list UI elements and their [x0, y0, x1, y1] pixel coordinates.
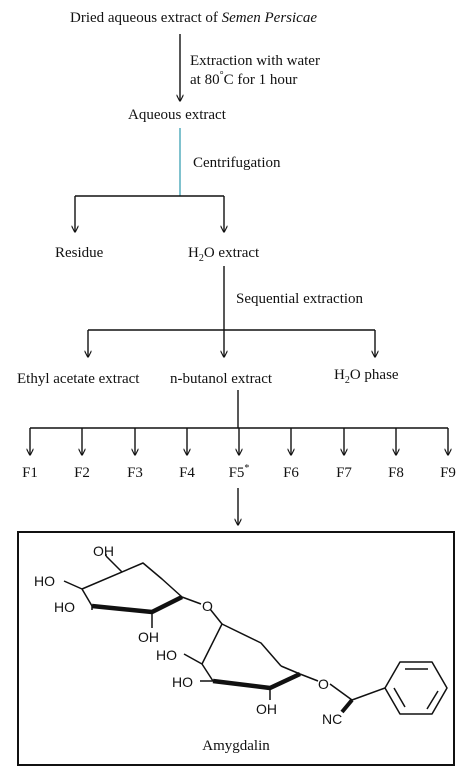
fraction-7: F7	[336, 464, 352, 482]
fraction-4: F4	[179, 464, 195, 482]
label-o-link: O	[202, 598, 213, 614]
fraction-9: F9	[440, 464, 456, 482]
sequential-extraction-step: Sequential extraction	[236, 291, 364, 307]
amygdalin-box	[17, 531, 455, 766]
ring2-o-glyco-bond	[299, 673, 319, 682]
fraction-label: F5	[228, 465, 245, 481]
ring2-c1-o	[280, 665, 301, 675]
ring1-back	[81, 562, 183, 598]
label-ho-1: HO	[34, 573, 55, 589]
start-label-italic: Semen Persicae	[221, 10, 317, 26]
ring2-c5-c4	[201, 663, 214, 682]
h2o-phase-h: H	[334, 367, 345, 383]
label-ho-2: HO	[54, 599, 75, 615]
degree-sign: °	[219, 70, 224, 81]
chiral-to-phenyl	[351, 687, 386, 701]
fraction-label: F7	[336, 465, 352, 481]
h2o-h: H	[188, 245, 199, 261]
label-oh-top: OH	[93, 543, 114, 559]
centrifugation-step: Centrifugation	[193, 155, 281, 171]
h2o-extract-node: H2O extract	[188, 244, 260, 264]
fraction-label: F3	[127, 465, 143, 481]
molecule-name: Amygdalin	[202, 738, 270, 754]
phenyl-double-2	[426, 690, 439, 710]
fraction-label: F1	[22, 465, 38, 481]
start-node: Dried aqueous extract of Semen Persicae	[70, 9, 317, 27]
extraction-temp: at 80	[190, 72, 220, 88]
h2o-phase-node: H2O phase	[334, 366, 399, 386]
fraction-1: F1	[22, 464, 38, 482]
fraction-label: F2	[74, 465, 90, 481]
phenyl-double-3	[393, 687, 406, 708]
fraction-6: F6	[283, 464, 299, 482]
extraction-step-line2: at 80°C for 1 hour	[190, 71, 297, 89]
ring1-c5-c4	[81, 588, 93, 607]
fraction-label: F9	[440, 465, 456, 481]
fraction-label: F8	[388, 465, 404, 481]
ring2-front	[212, 671, 301, 691]
residue-node: Residue	[55, 245, 104, 261]
label-oh-ring1: OH	[138, 629, 159, 645]
fraction-3: F3	[127, 464, 143, 482]
aqueous-extract-node: Aqueous extract	[128, 107, 226, 123]
ring1-ho1-bond	[63, 580, 83, 590]
h2o-phase-subscript: 2	[344, 375, 350, 386]
h2o-extract-rest: O extract	[203, 245, 260, 261]
ring2-back	[201, 623, 282, 667]
extraction-step-line1: Extraction with water	[190, 53, 320, 69]
label-ho-4: HO	[172, 674, 193, 690]
label-ho-3: HO	[156, 647, 177, 663]
fraction-star: *	[244, 463, 250, 474]
fraction-label: F6	[283, 465, 299, 481]
extraction-duration: C for 1 hour	[223, 72, 298, 88]
fraction-5: F5*	[229, 464, 250, 482]
o-to-chiral	[329, 683, 353, 701]
ring2-ho3-bond	[183, 653, 203, 665]
fraction-8: F8	[388, 464, 404, 482]
label-oh-ring2: OH	[256, 701, 277, 717]
ethyl-acetate-node: Ethyl acetate extract	[17, 371, 140, 387]
start-label: Dried aqueous extract of	[70, 10, 222, 26]
label-nitrile: NC	[322, 711, 343, 727]
ring1-ch2oh	[105, 555, 123, 573]
n-butanol-node: n-butanol extract	[170, 371, 273, 387]
ring1-o-link-bond	[181, 596, 202, 605]
label-o-glyco: O	[318, 676, 329, 692]
link-to-ring2	[209, 608, 223, 625]
chiral-to-nitrile	[340, 698, 354, 714]
fraction-label: F4	[179, 465, 195, 481]
phenyl-ring	[384, 661, 448, 715]
fraction-2: F2	[74, 464, 90, 482]
ring1-front	[91, 594, 184, 615]
h2o-subscript: 2	[198, 253, 204, 264]
h2o-phase-rest: O phase	[349, 367, 399, 383]
